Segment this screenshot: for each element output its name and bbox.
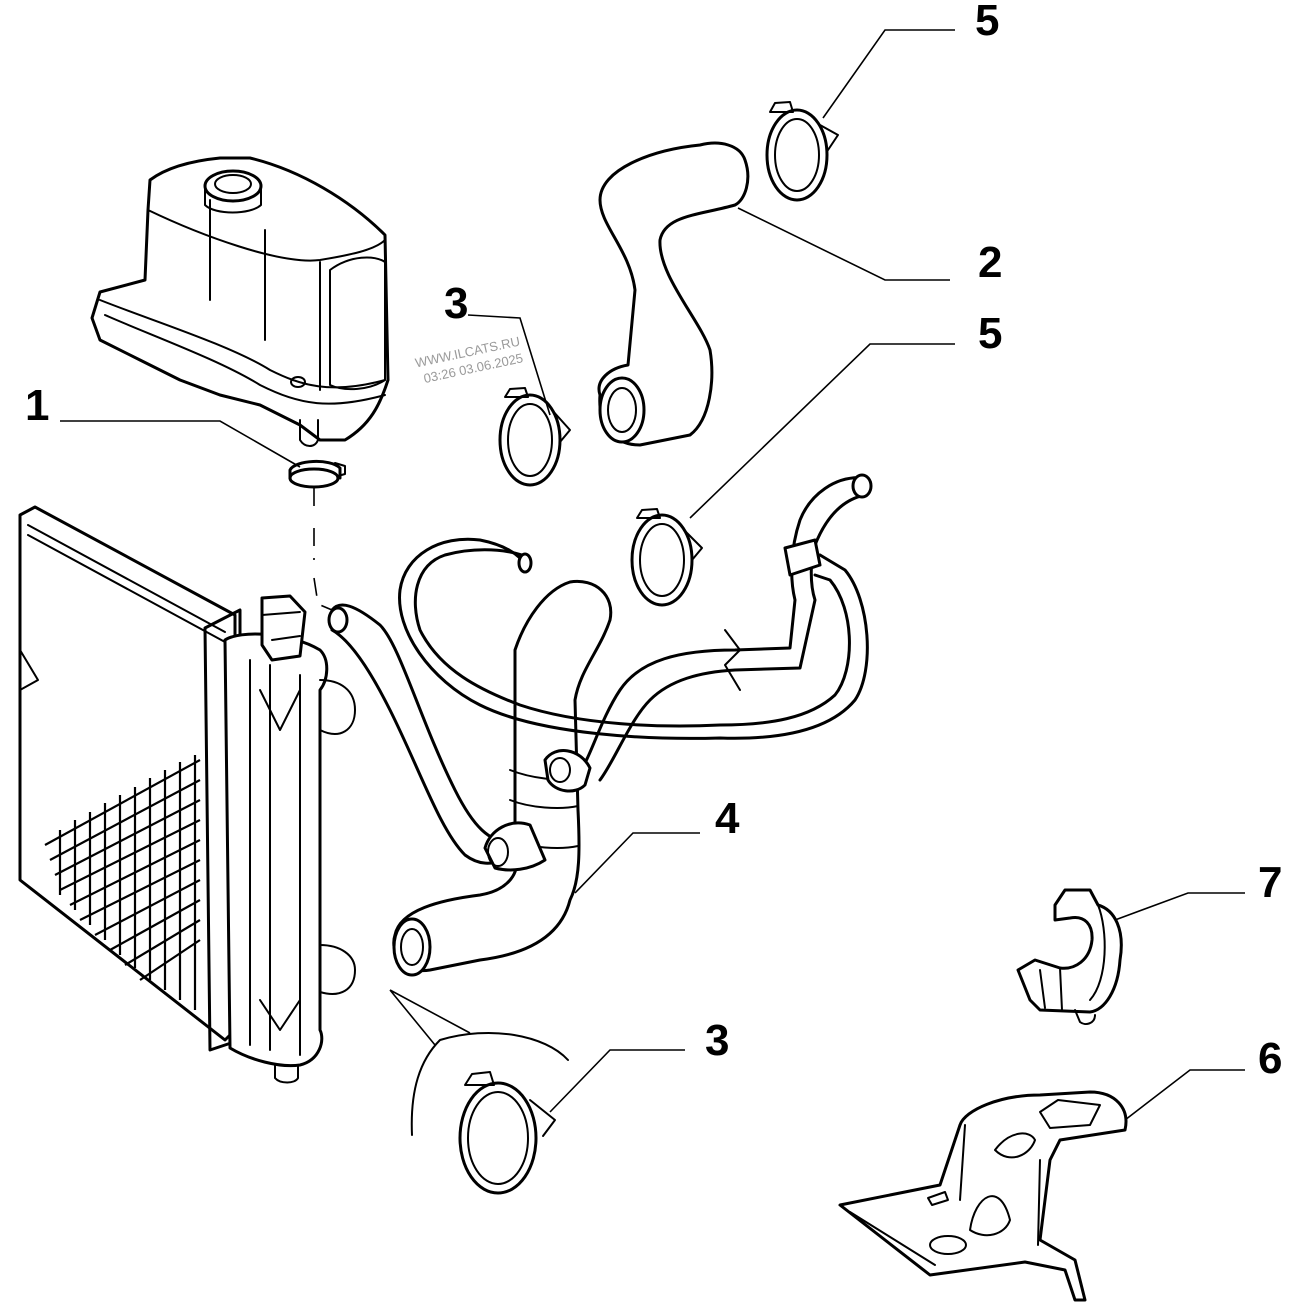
- expansion-tank[interactable]: [90, 156, 390, 447]
- callout-5-lower: 5: [978, 309, 1002, 358]
- lower-hose-assembly[interactable]: [327, 473, 873, 977]
- radiator-core-grid: [44, 755, 201, 1010]
- callout-1: 1: [25, 381, 49, 430]
- clamp-mid-left[interactable]: [498, 387, 571, 487]
- clamp-mid-right[interactable]: [630, 508, 703, 607]
- dash-leader-tank: [313, 488, 333, 611]
- callout-4: 4: [715, 794, 740, 843]
- small-hose-clamp[interactable]: [288, 460, 346, 489]
- clamp-bottom[interactable]: [458, 1071, 556, 1195]
- callout-3-lower: 3: [705, 1016, 729, 1065]
- mounting-bracket[interactable]: [838, 1090, 1128, 1302]
- callout-7: 7: [1258, 858, 1282, 907]
- watermark: WWW.ILCATS.RU 03:26 03.06.2025: [414, 334, 525, 386]
- upper-radiator-hose[interactable]: [597, 141, 750, 447]
- callout-3-upper: 3: [444, 279, 468, 328]
- clamp-top-right[interactable]: [765, 101, 839, 202]
- callout-2: 2: [978, 238, 1002, 287]
- leader-lines: [60, 29, 1245, 1121]
- callout-5-upper: 5: [975, 0, 999, 45]
- hose-support-clip[interactable]: [1016, 888, 1123, 1025]
- callout-labels: 1 2 3 5 5 4 7 3 6: [25, 0, 1282, 1083]
- reference-leader: [389, 989, 471, 1046]
- callout-6: 6: [1258, 1034, 1282, 1083]
- reference-arc: [410, 1031, 569, 1136]
- radiator[interactable]: [18, 505, 356, 1084]
